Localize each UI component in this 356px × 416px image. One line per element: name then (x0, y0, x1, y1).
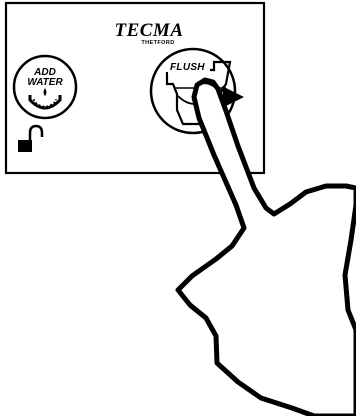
brand-logo: TECMA THETFORD (94, 21, 204, 47)
flush-label: FLUSH (170, 62, 205, 73)
brand-subtitle: THETFORD (112, 40, 204, 47)
pointing-finger-icon (178, 80, 356, 416)
brand-name: TECMA (94, 21, 204, 40)
add-water-label-line2: WATER (19, 77, 71, 88)
